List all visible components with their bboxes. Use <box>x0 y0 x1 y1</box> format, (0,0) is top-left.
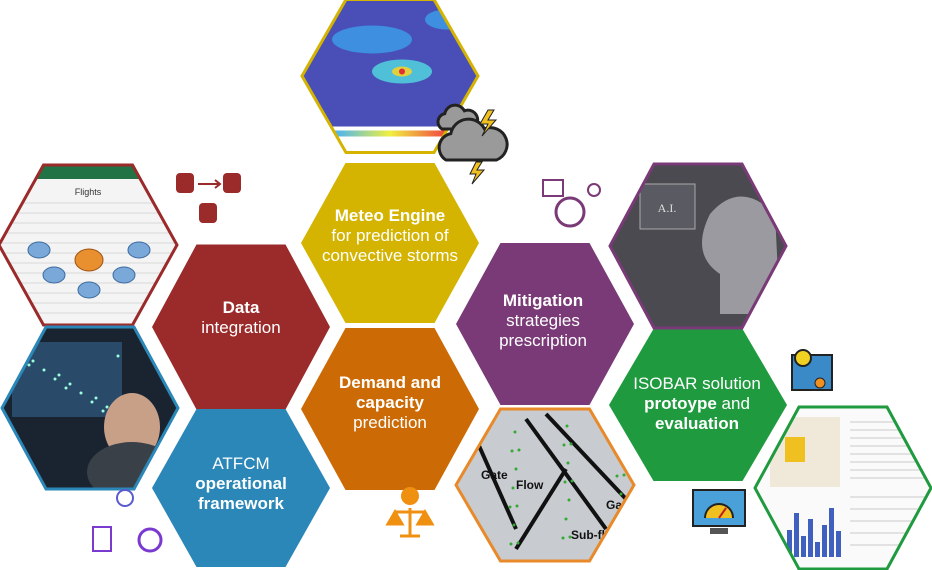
data-hexagon <box>152 244 330 410</box>
flights-table-border <box>0 163 179 327</box>
storm-cloud-icon <box>437 109 509 185</box>
atfcm-hexagon <box>152 409 330 567</box>
atfcm-subtitle: operational framework <box>195 474 287 513</box>
performance-monitor-icon <box>692 489 746 534</box>
database-transfer-icon <box>176 173 241 223</box>
mitigation-label: Mitigation strategies prescription <box>478 291 608 351</box>
meteo-map-border <box>300 0 480 154</box>
flow-label: Sub-flow <box>571 528 622 542</box>
meteo-subtitle: for prediction of convective storms <box>321 226 459 265</box>
atfcm-label: ATFCM operational framework <box>176 454 306 514</box>
isobar-and: and <box>716 394 750 413</box>
control-room-border <box>0 325 180 491</box>
data-integration-label: Data integration <box>161 298 321 338</box>
ai-text: A.I. <box>658 201 677 215</box>
demand-title: Demand and capacity <box>338 373 442 412</box>
meteo-title: Meteo Engine <box>334 206 446 225</box>
idea-blueprint-icon <box>791 349 833 391</box>
balance-scale-icon <box>385 487 435 538</box>
isobar-title: ISOBAR solution <box>633 374 761 393</box>
isobar-label: ISOBAR solution protoype and evaluation <box>622 374 772 434</box>
data-title: Data <box>222 298 260 317</box>
demand-subtitle: prediction <box>353 413 427 432</box>
mitigation-subtitle: strategies prescription <box>499 311 587 350</box>
isobar-screen-image <box>755 407 931 569</box>
ai-head-border <box>608 162 788 330</box>
operator-workflow-icon <box>92 489 163 553</box>
isobar-subtitle: protoype and <box>622 394 772 414</box>
flights-table-title: Flights <box>75 187 102 197</box>
meteo-hexagon <box>301 163 479 323</box>
strategy-gear-icon <box>542 179 601 228</box>
flow-map-border <box>454 407 636 563</box>
flights-table-image: Flights <box>0 165 177 325</box>
demand-hexagon <box>301 328 479 490</box>
isobar-prototype: protoype <box>644 394 717 413</box>
atfcm-title: ATFCM <box>212 454 270 473</box>
data-subtitle: integration <box>201 318 281 337</box>
flow-label: Gate <box>481 468 508 482</box>
isobar-screen-border <box>753 405 932 570</box>
isobar-evaluation: evaluation <box>654 414 740 433</box>
control-room-image <box>2 327 178 489</box>
ai-head-image: A.I. <box>610 164 786 328</box>
demand-capacity-label: Demand and capacity prediction <box>325 373 455 433</box>
isobar-hexagon <box>609 329 787 481</box>
meteo-engine-label: Meteo Engine for prediction of convectiv… <box>315 206 465 266</box>
mitigation-hexagon <box>456 243 634 405</box>
mitigation-title: Mitigation <box>502 291 584 310</box>
flow-label: Flow <box>516 478 544 492</box>
